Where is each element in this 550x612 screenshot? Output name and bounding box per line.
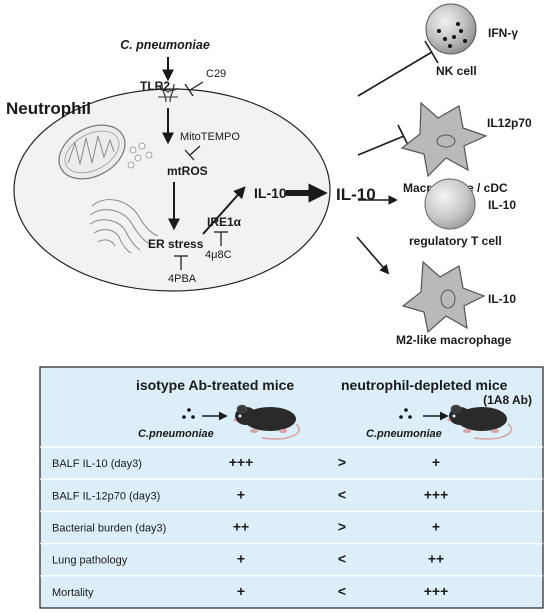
- mitotempo-label: MitoTEMPO: [180, 131, 240, 143]
- row-label: Lung pathology: [52, 555, 128, 567]
- depleted-value: +: [432, 519, 440, 535]
- table-rows: BALF IL-10 (day3)+++>+BALF IL-12p70 (day…: [40, 446, 543, 599]
- er-icon: [89, 199, 159, 254]
- il10-secreted-label: IL-10: [336, 185, 376, 204]
- c29-inhibition-icon: [184, 81, 204, 97]
- row-label: BALF IL-12p70 (day3): [52, 490, 160, 502]
- mitotempo-inhibition-icon: [184, 145, 201, 161]
- depleted-value: ++: [428, 551, 444, 567]
- ire1-label: IRE1α: [207, 215, 242, 229]
- mitochondrion-icon: [58, 124, 126, 180]
- tlr2-receptor-icon: [157, 83, 179, 103]
- 4pba-label: 4PBA: [168, 273, 197, 285]
- arrow-er-stress-to-il10: [202, 186, 246, 235]
- inhibition-macrophage-cdc: [357, 124, 410, 156]
- comparison-symbol: <: [338, 486, 346, 502]
- comparison-symbol: >: [338, 454, 346, 470]
- row-label: Bacterial burden (day3): [52, 523, 166, 535]
- row-label: BALF IL-10 (day3): [52, 458, 142, 470]
- comparison-symbol: <: [338, 551, 346, 567]
- mouse-icon-depleted: [447, 404, 512, 440]
- inhibition-nk-cell: [357, 40, 439, 97]
- macrophage-nucleus: [436, 134, 456, 148]
- pathogen-label: C. pneumoniae: [120, 38, 210, 52]
- neutrophil-label: Neutrophil: [6, 99, 91, 118]
- isotype-value: +: [237, 486, 245, 502]
- bacteria-icon-depleted: [399, 408, 412, 419]
- infection-label-depleted: C.pneumoniae: [366, 428, 442, 440]
- isotype-value: ++: [233, 519, 249, 535]
- comparison-table: [39, 366, 544, 609]
- il10-intracellular-label: IL-10: [254, 185, 287, 201]
- regulatory-t-cell-label: regulatory T cell: [409, 234, 502, 248]
- 4u8c-label: 4μ8C: [205, 249, 232, 261]
- m2-macrophage-icon: [401, 260, 486, 334]
- nk-cell-label: NK cell: [436, 64, 477, 78]
- m2-il10-label: IL-10: [488, 292, 516, 306]
- comparison-symbol: <: [338, 583, 346, 599]
- isotype-value: +: [237, 583, 245, 599]
- row-label: Mortality: [52, 587, 94, 599]
- macrophage-cdc-icon: [400, 101, 488, 178]
- il12p70-label: IL12p70: [487, 116, 532, 130]
- m2-macrophage-nucleus: [440, 289, 456, 309]
- isotype-value: +++: [229, 454, 254, 470]
- 4pba-inhibition-icon: [174, 255, 188, 270]
- ifn-gamma-label: IFN-γ: [488, 26, 518, 40]
- mtros-label: mtROS: [167, 164, 208, 178]
- isotype-column-title: isotype Ab-treated mice: [136, 377, 294, 393]
- nk-cell-icon: [425, 3, 477, 55]
- er-stress-label: ER stress: [148, 237, 204, 251]
- comparison-symbol: >: [338, 519, 346, 535]
- isotype-value: +: [237, 551, 245, 567]
- ros-dots-icon: [127, 142, 153, 169]
- activation-m2-macrophage: [356, 236, 390, 275]
- treg-il10-label: IL-10: [488, 198, 516, 212]
- depleted-column-subtitle: (1A8 Ab): [483, 393, 532, 407]
- depleted-value: +++: [424, 583, 449, 599]
- depleted-value: +: [432, 454, 440, 470]
- m2-macrophage-label: M2-like macrophage: [396, 333, 512, 347]
- c29-inhibitor-label: C29: [206, 68, 226, 80]
- infection-label-isotype: C.pneumoniae: [138, 428, 214, 440]
- depleted-column-title: neutrophil-depleted mice: [341, 377, 508, 393]
- depleted-value: +++: [424, 486, 449, 502]
- mouse-icon-isotype: [233, 404, 300, 440]
- regulatory-t-cell-icon: [424, 178, 476, 230]
- bacteria-icon-isotype: [182, 408, 195, 419]
- 4u8c-inhibition-icon: [214, 231, 228, 246]
